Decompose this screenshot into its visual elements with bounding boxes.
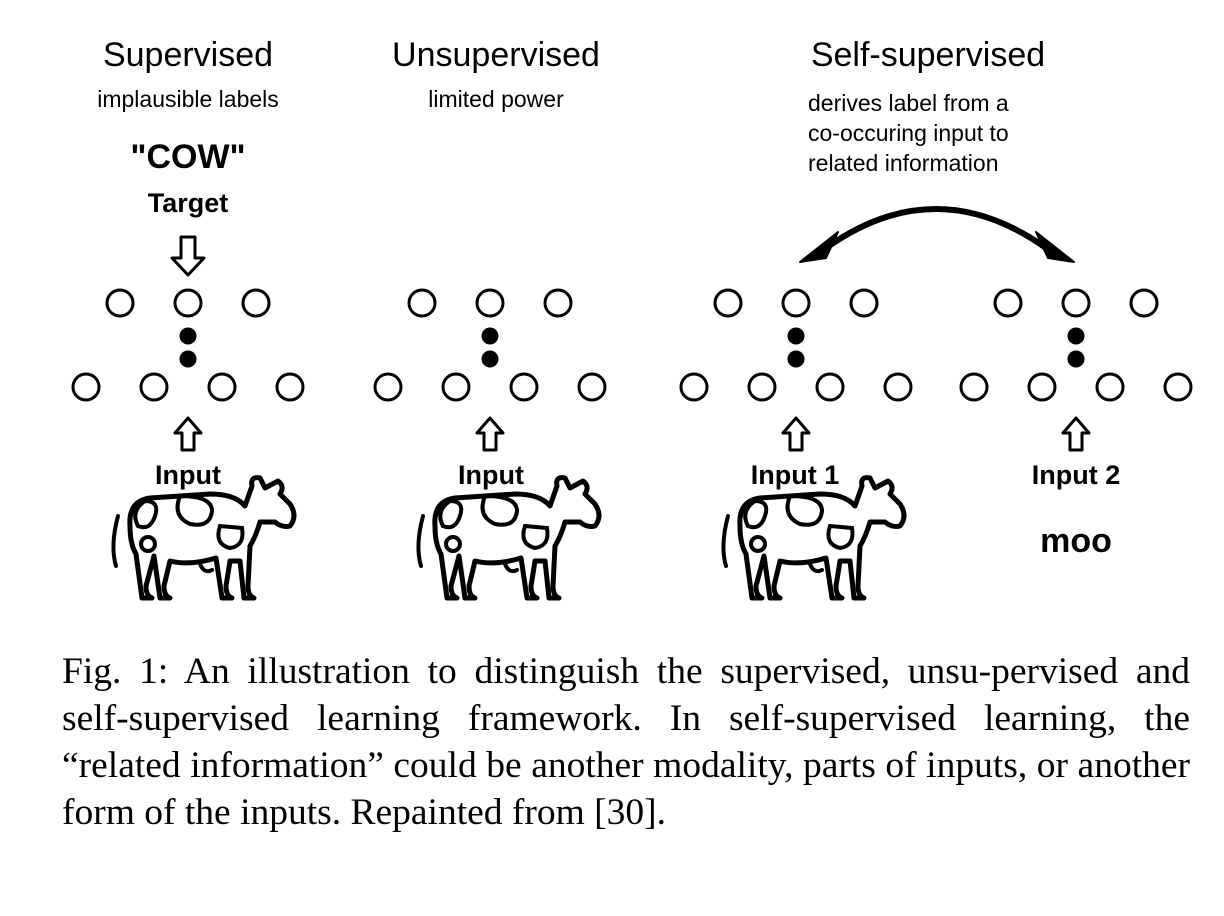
target-label: Target [147,188,229,218]
self2-hidden-dot-2 [1067,350,1085,368]
input1-label: Input 1 [750,460,840,490]
self1-bottom-node-2 [747,372,777,402]
target-arrow-icon [170,235,206,277]
supervised-bottom-node-1 [71,372,101,402]
self2-top-node-1 [993,288,1023,318]
supervised-top-node-3 [241,288,271,318]
unsupervised-top-node-1 [407,288,437,318]
supervised-top-node-1 [105,288,135,318]
supervised-hidden-dot-2 [179,350,197,368]
self1-bottom-node-3 [815,372,845,402]
input-label-supervised: Input [155,460,221,490]
input-label-unsupervised: Input [458,460,524,490]
unsupervised-bottom-node-2 [441,372,471,402]
input2-text-moo: moo [1040,522,1112,560]
self2-top-node-3 [1129,288,1159,318]
self1-top-node-3 [849,288,879,318]
self1-bottom-node-1 [679,372,709,402]
self2-bottom-node-3 [1095,372,1125,402]
cow-icon-self-supervised [723,478,904,598]
panel-subtitle-supervised: implausible labels [97,86,279,112]
unsupervised-top-node-3 [543,288,573,318]
unsupervised-hidden-dot-2 [481,350,499,368]
self1-top-node-1 [713,288,743,318]
panel-title-self-supervised: Self-supervised [810,36,1046,74]
figure-caption: Fig. 1: An illustration to distinguish t… [62,651,1190,833]
unsupervised-hidden-dot-1 [481,327,499,345]
subtitle-line-1: derives label from a [808,90,1009,116]
supervised-hidden-dot-1 [179,327,197,345]
supervised-input-arrow-icon [173,416,203,452]
target-word: "COW" [130,138,246,176]
panel-subtitle-unsupervised: limited power [428,86,564,112]
diagram-canvas [71,206,1193,640]
cow-icon-unsupervised [418,478,599,598]
supervised-top-node-2 [173,288,203,318]
self2-bottom-node-4 [1163,372,1193,402]
self2-top-node-2 [1061,288,1091,318]
self2-bottom-node-1 [959,372,989,402]
unsupervised-bottom-node-3 [509,372,539,402]
unsupervised-top-node-2 [475,288,505,318]
subtitle-line-3: related information [808,150,999,176]
supervised-bottom-node-2 [139,372,169,402]
relation-arrowhead-right-icon [1035,231,1075,263]
self1-bottom-node-4 [883,372,913,402]
self1-input-arrow-icon [781,416,811,452]
relation-arc [823,206,1049,251]
unsupervised-bottom-node-4 [577,372,607,402]
self1-hidden-dot-1 [787,327,805,345]
relation-arrowhead-left-icon [799,231,839,263]
unsupervised-bottom-node-1 [373,372,403,402]
supervised-bottom-node-3 [207,372,237,402]
input2-label: Input 2 [1031,460,1121,490]
supervised-bottom-node-4 [275,372,305,402]
self1-top-node-2 [781,288,811,318]
unsupervised-input-arrow-icon [475,416,505,452]
self2-hidden-dot-1 [1067,327,1085,345]
self2-bottom-node-2 [1027,372,1057,402]
cow-icon-supervised [113,478,294,598]
self2-input-arrow-icon [1061,416,1091,452]
subtitle-line-2: co-occuring input to [808,120,1009,146]
self1-hidden-dot-2 [787,350,805,368]
panel-title-unsupervised: Unsupervised [392,36,600,74]
panel-title-supervised: Supervised [102,36,274,74]
